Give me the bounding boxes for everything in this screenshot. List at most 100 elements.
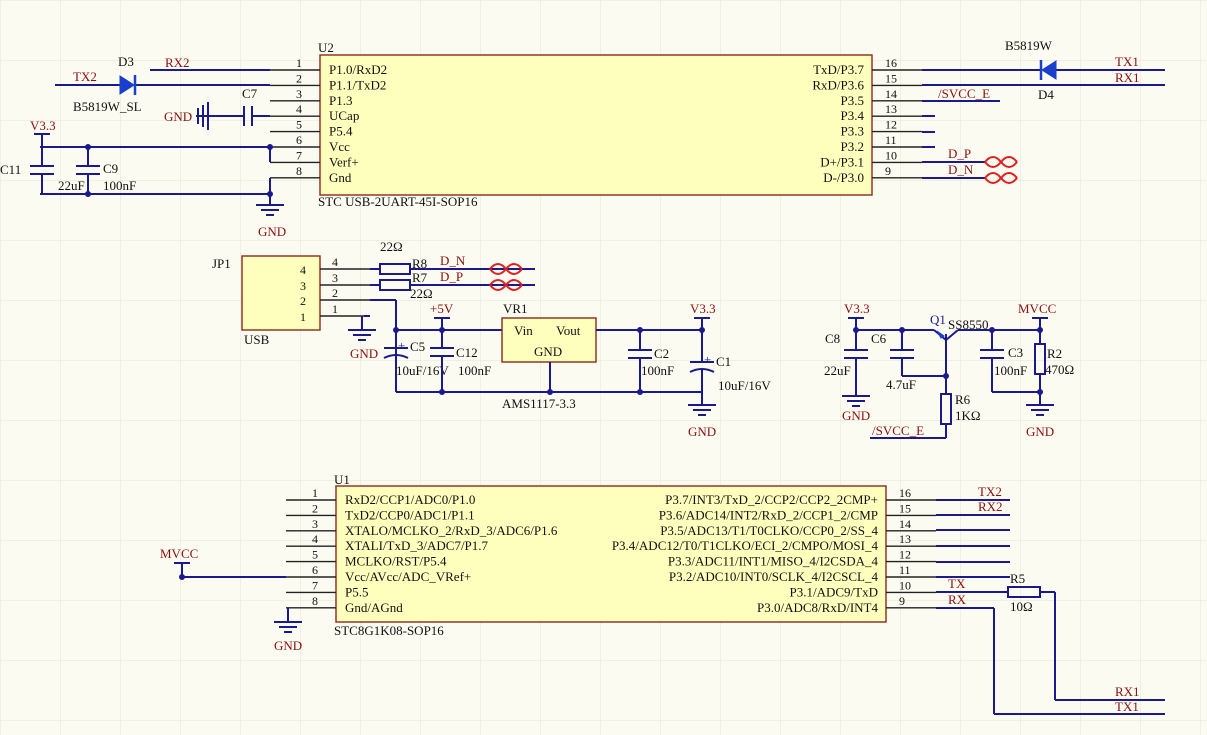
u1-pin-num: 10 [899,578,911,592]
u2-gnd-label: GND [258,224,286,239]
u1-pin-name: Gnd/AGnd [345,600,403,615]
u1-pin-num: 15 [899,501,911,515]
u1-part: STC8G1K08-SOP16 [334,623,444,638]
jp1-pin-4[interactable]: 44 [300,255,370,277]
u2-pin-9[interactable]: 9D-/P3.0 [823,164,922,185]
net-tx2-u1: TX2 [978,484,1002,499]
u2-pin-num: 3 [296,87,302,101]
u2-pin-num: 2 [296,71,302,85]
u2-pin-num: 14 [885,87,897,101]
vr1-gnd-label: GND [688,424,716,439]
c12-capacitor[interactable]: C12 100nF [430,330,491,392]
u1-pin-name: XTALO/MCLKO_2/RxD_3/ADC6/P1.6 [345,523,558,538]
d4-diode[interactable]: B5819W D4 [1005,38,1057,102]
u1-pin-name: P3.7/INT3/TxD_2/CCP2/CCP2_2CMP+ [665,492,878,507]
c11-capacitor[interactable]: C11 22uF [0,147,85,194]
r5-value: 10Ω [1010,599,1033,614]
c12-value: 100nF [458,363,491,378]
r5-resistor[interactable]: R5 10Ω [1007,571,1041,614]
d3-diode[interactable]: D3 B5819W_SL [73,54,142,114]
r7-ref: R7 [412,270,428,285]
usb-gnd-symbol: GND [348,329,378,361]
c3-ref: C3 [1008,345,1023,360]
u1-pin-name: P3.4/ADC12/T0/T1CLKO/ECI_2/CMPO/MOSI_4 [612,538,879,553]
u1-pin-9[interactable]: 9P3.0/ADC8/RxD/INT4 [757,594,936,615]
mvcc-u1-label: MVCC [160,546,198,561]
v33-top-label: V3.3 [30,118,56,133]
r2-ref: R2 [1047,346,1062,361]
u2-pin-name: P3.5 [841,93,864,108]
r7-resistor[interactable]: R7 22Ω [379,270,433,301]
d4-part: B5819W [1005,38,1053,53]
c8-capacitor[interactable]: C8 22uF [824,330,868,396]
u2-pin-name: Verf+ [329,154,359,169]
jp1-pin-3[interactable]: 33 [300,271,370,293]
vr1-part: AMS1117-3.3 [502,396,576,411]
r2-value: 470Ω [1045,362,1074,377]
c2-value: 100nF [641,363,674,378]
net-rx2-label: RX2 [165,55,190,70]
c1-capacitor[interactable]: + C1 10uF/16V [689,330,771,405]
q1-transistor[interactable]: Q1 SS8550 [930,312,988,379]
c7-gnd-symbol [196,102,212,130]
u2-pin-10[interactable]: 10D+/P3.1 [820,148,922,169]
net-dp-usb: D_P [440,269,463,284]
u1-pin-name: MCLKO/RST/P5.4 [345,554,447,569]
d3-ref: D3 [118,54,134,69]
c5-capacitor[interactable]: + C5 10uF/16V [383,330,449,378]
r8-resistor[interactable]: 22Ω R8 [379,239,427,275]
jp1-pin-num-outer: 4 [332,255,338,269]
jp1-pin-num: 2 [300,294,306,308]
u2-pin-name: TxD/P3.7 [813,62,864,77]
r2-resistor[interactable]: R2 470Ω [1034,330,1074,405]
c9-ref: C9 [103,161,118,176]
r6-resistor[interactable]: R6 1KΩ [940,376,981,438]
u1-pin-num: 2 [312,501,318,515]
c8-gnd-label: GND [842,408,870,423]
c6-capacitor[interactable]: C6 4.7uF [871,330,946,392]
u2-pin-num: 12 [885,118,897,132]
c9-capacitor[interactable]: C9 100nF [76,147,136,194]
u1-pin-name: P3.6/ADC14/INT2/RxD_2/CCP1_2/CMP [659,507,878,522]
u1-wiring: MVCC GND TX2 RX2 TX R5 10Ω RX1 [160,484,1165,715]
vr1-block[interactable]: VR1 Vin Vout GND AMS1117-3.3 [501,301,597,411]
c2-capacitor[interactable]: C2 100nF [628,330,674,392]
u1-pin-15[interactable]: 15 P3.6/ADC14/INT2/RxD_2/CCP1_2/CMP [659,501,936,522]
c11-ref: C11 [0,162,21,177]
c3-capacitor[interactable]: C3 100nF [980,330,1027,392]
u2-pin-14[interactable]: 14 P3.5 [841,87,922,108]
jp1-pin-2[interactable]: 22 [300,286,370,308]
u2-part: STC USB-2UART-45I-SOP16 [318,194,478,209]
u1-pin-num: 11 [899,563,911,577]
